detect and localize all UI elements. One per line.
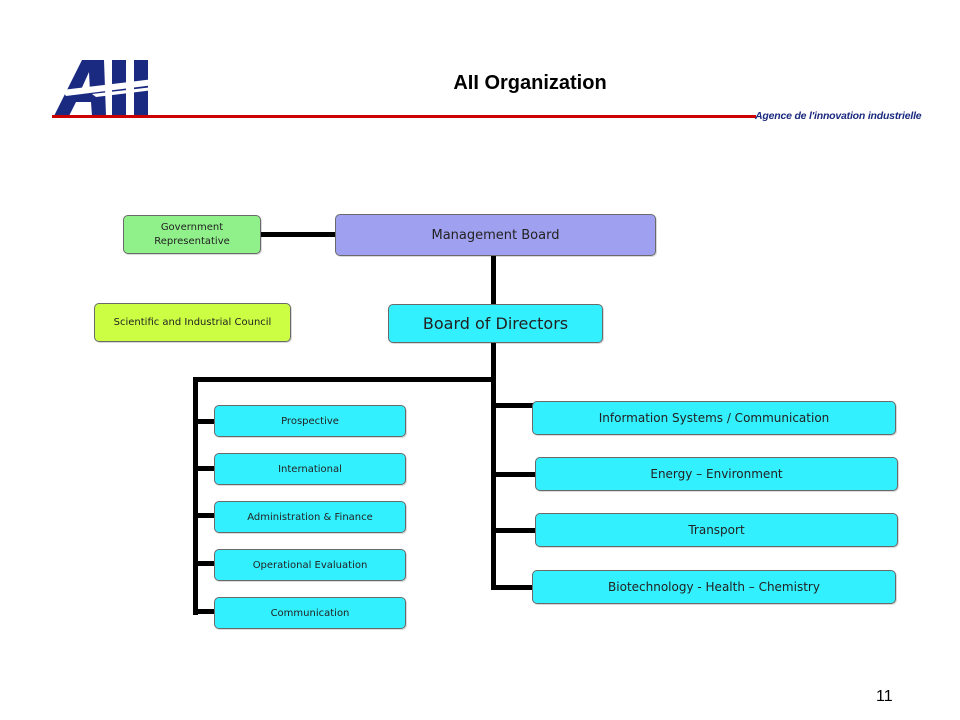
connector-government-management: [258, 232, 338, 237]
unit-energy-environment-box: Energy – Environment: [535, 457, 898, 491]
unit-biotechnology-box: Biotechnology - Health – Chemistry: [532, 570, 896, 604]
management-board-box: Management Board: [335, 214, 656, 256]
connector-management-board: [491, 254, 496, 306]
government-representative-box: Government Representative: [123, 215, 261, 254]
connector-right-unit-1: [491, 403, 535, 408]
aii-logo: [54, 60, 162, 116]
connector-left-unit-3: [193, 513, 217, 518]
unit-prospective-box: Prospective: [214, 405, 406, 437]
header-rule: [52, 115, 756, 118]
connector-left-trunk: [193, 377, 198, 615]
connector-left-unit-2: [193, 466, 217, 471]
unit-international-box: International: [214, 453, 406, 485]
scientific-industrial-council-box: Scientific and Industrial Council: [94, 303, 291, 342]
connector-right-unit-2: [491, 472, 539, 477]
connector-right-unit-3: [491, 528, 539, 533]
unit-communication-box: Communication: [214, 597, 406, 629]
board-of-directors-box: Board of Directors: [388, 304, 603, 343]
connector-right-unit-4: [491, 585, 535, 590]
connector-board-trunk: [491, 342, 496, 588]
unit-transport-box: Transport: [535, 513, 898, 547]
unit-operational-evaluation-box: Operational Evaluation: [214, 549, 406, 581]
connector-left-unit-1: [193, 419, 217, 424]
connector-left-branch: [193, 377, 496, 382]
connector-left-unit-4: [193, 561, 217, 566]
page-number: 11: [876, 688, 893, 705]
connector-left-unit-5: [193, 609, 217, 614]
unit-information-systems-box: Information Systems / Communication: [532, 401, 896, 435]
agency-tagline: Agence de l'innovation industrielle: [755, 110, 922, 122]
page-title: AII Organization: [453, 72, 607, 94]
unit-administration-finance-box: Administration & Finance: [214, 501, 406, 533]
